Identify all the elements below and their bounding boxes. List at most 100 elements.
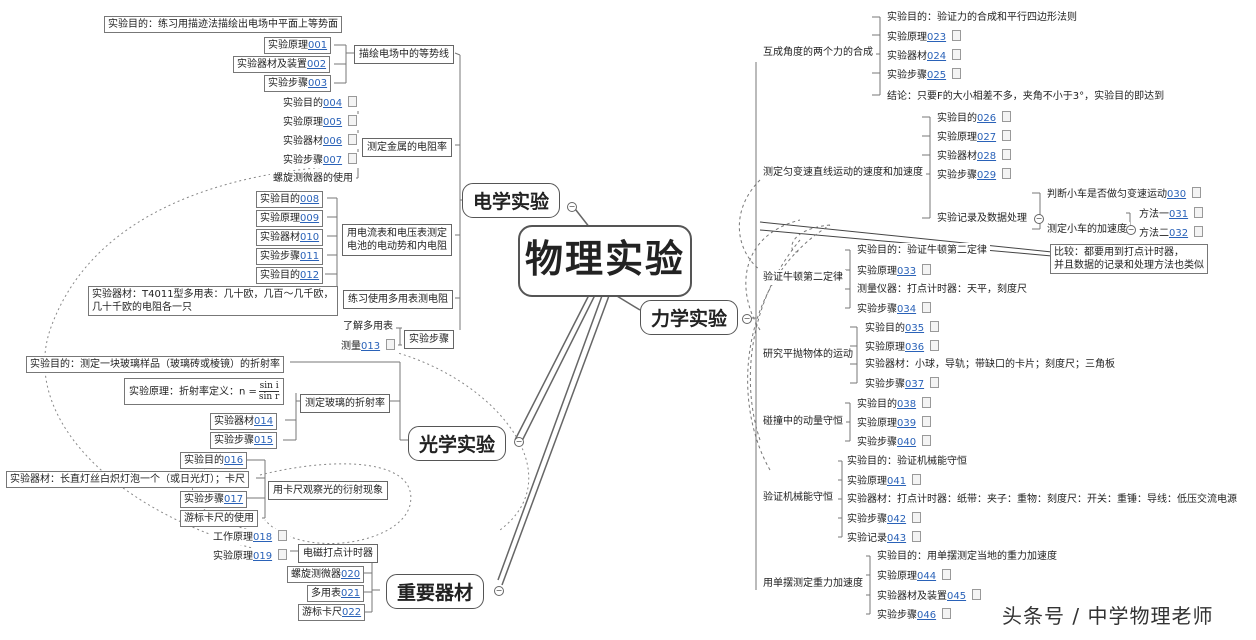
energy-purpose[interactable]: 实验目的：验证机械能守恒 [844, 454, 970, 469]
acceleration-records[interactable]: 实验记录及数据处理 [934, 211, 1030, 226]
acceleration-method1[interactable]: 方法一031 [1136, 206, 1207, 222]
refraction-equipment[interactable]: 实验器材014 [210, 413, 278, 430]
topic-projectile-motion[interactable]: 研究平抛物体的运动 [760, 347, 856, 362]
ref-link[interactable]: 014 [254, 416, 274, 427]
acceleration-measure[interactable]: 测定小车的加速度 [1044, 222, 1130, 237]
acceleration-judge[interactable]: 判断小车是否做匀变速运动030 [1044, 186, 1205, 202]
ref-link[interactable]: 021 [341, 588, 361, 599]
ref-link[interactable]: 039 [897, 418, 917, 429]
topic-momentum-conservation[interactable]: 碰撞中的动量守恒 [760, 414, 846, 429]
ref-link[interactable]: 033 [897, 266, 917, 277]
ref-link[interactable]: 011 [300, 251, 320, 262]
multimeter-measure[interactable]: 测量013 [338, 338, 399, 354]
ref-link[interactable]: 010 [300, 232, 320, 243]
ref-link[interactable]: 042 [887, 514, 907, 525]
collapse-toggle-electric[interactable]: − [567, 202, 577, 212]
branch-important-instruments[interactable]: 重要器材 [386, 574, 485, 609]
ref-link[interactable]: 005 [323, 117, 343, 128]
ref-link[interactable]: 038 [897, 399, 917, 410]
ref-link[interactable]: 046 [917, 610, 937, 621]
ref-link[interactable]: 009 [300, 213, 320, 224]
emf-principle[interactable]: 实验原理009 [256, 210, 324, 227]
forces-equipment[interactable]: 实验器材024 [884, 48, 965, 64]
ref-link[interactable]: 004 [323, 98, 343, 109]
branch-electric-experiments[interactable]: 电学实验 [462, 183, 561, 218]
diffraction-purpose[interactable]: 实验目的016 [180, 452, 248, 469]
refraction-purpose[interactable]: 实验目的：测定一块玻璃样品（玻璃砖或棱镜）的折射率 [26, 356, 284, 373]
topic-multimeter-resistance[interactable]: 练习使用多用表测电阻 [343, 290, 453, 309]
resistivity-principle[interactable]: 实验原理005 [280, 114, 361, 130]
topic-glass-refraction[interactable]: 测定玻璃的折射率 [300, 394, 390, 413]
diffraction-steps[interactable]: 实验步骤017 [180, 491, 248, 508]
energy-steps[interactable]: 实验步骤042 [844, 511, 925, 527]
ref-link[interactable]: 037 [905, 379, 925, 390]
topic-uniform-acceleration[interactable]: 测定匀变速直线运动的速度和加速度 [760, 165, 926, 180]
ref-link[interactable]: 034 [897, 304, 917, 315]
collapse-toggle-optics[interactable]: − [514, 437, 524, 447]
acceleration-purpose[interactable]: 实验目的026 [934, 110, 1015, 126]
forces-steps[interactable]: 实验步骤025 [884, 67, 965, 83]
forces-purpose[interactable]: 实验目的：验证力的合成和平行四边形法则 [884, 10, 1080, 25]
topic-battery-emf[interactable]: 用电流表和电压表测定电池的电动势和内电阻 [342, 224, 452, 256]
pendulum-purpose[interactable]: 实验目的：用单摆测定当地的重力加速度 [874, 549, 1060, 564]
ref-link[interactable]: 007 [323, 155, 343, 166]
energy-record[interactable]: 实验记录043 [844, 530, 925, 546]
ref-link[interactable]: 026 [977, 113, 997, 124]
ref-link[interactable]: 040 [897, 437, 917, 448]
instrument-caliper[interactable]: 游标卡尺022 [298, 604, 366, 621]
pendulum-principle[interactable]: 实验原理044 [874, 568, 955, 584]
topic-electromagnetic-timer[interactable]: 电磁打点计时器 [298, 544, 378, 563]
timer-experiment-principle[interactable]: 实验原理019 [210, 548, 291, 564]
collapse-toggle-mechanics[interactable]: − [742, 314, 752, 324]
branch-mechanics-experiments[interactable]: 力学实验 [640, 300, 739, 335]
multimeter-understand[interactable]: 了解多用表 [340, 319, 396, 334]
topic-force-composition[interactable]: 互成角度的两个力的合成 [760, 45, 876, 60]
branch-optics-experiments[interactable]: 光学实验 [408, 426, 507, 461]
projectile-steps[interactable]: 实验步骤037 [862, 376, 943, 392]
emf-steps[interactable]: 实验步骤011 [256, 248, 324, 265]
ref-link[interactable]: 043 [887, 533, 907, 544]
ref-link[interactable]: 029 [977, 170, 997, 181]
topic-newton-second-law[interactable]: 验证牛顿第二定律 [760, 270, 846, 285]
resistivity-purpose[interactable]: 实验目的004 [280, 95, 361, 111]
ref-link[interactable]: 035 [905, 323, 925, 334]
instrument-multimeter[interactable]: 多用表021 [307, 585, 365, 602]
ref-link[interactable]: 045 [947, 591, 967, 602]
ref-link[interactable]: 018 [253, 532, 273, 543]
topic-equipotential-lines[interactable]: 描绘电场中的等势线 [354, 45, 454, 64]
resistivity-equipment[interactable]: 实验器材006 [280, 133, 361, 149]
equipotential-equipment[interactable]: 实验器材及装置002 [233, 56, 331, 73]
topic-pendulum-gravity[interactable]: 用单摆测定重力加速度 [760, 576, 866, 591]
collapse-toggle-measure[interactable]: − [1126, 225, 1136, 235]
acceleration-method2[interactable]: 方法二032 [1136, 225, 1207, 241]
ref-link[interactable]: 020 [341, 569, 361, 580]
caliper-usage[interactable]: 游标卡尺的使用 [180, 510, 258, 527]
ref-link[interactable]: 012 [300, 270, 320, 281]
equipotential-principle[interactable]: 实验原理001 [264, 37, 332, 54]
collapse-toggle-records[interactable]: − [1034, 214, 1044, 224]
ref-link[interactable]: 044 [917, 571, 937, 582]
instrument-micrometer[interactable]: 螺旋测微器020 [287, 566, 365, 583]
collapse-toggle-instruments[interactable]: − [494, 586, 504, 596]
acceleration-principle[interactable]: 实验原理027 [934, 129, 1015, 145]
newton-principle[interactable]: 实验原理033 [854, 263, 935, 279]
ref-link[interactable]: 028 [977, 151, 997, 162]
topic-mechanical-energy[interactable]: 验证机械能守恒 [760, 490, 836, 505]
projectile-principle[interactable]: 实验原理036 [862, 339, 943, 355]
resistivity-steps[interactable]: 实验步骤007 [280, 152, 361, 168]
ref-link[interactable]: 013 [361, 341, 381, 352]
ref-link[interactable]: 016 [224, 455, 244, 466]
diffraction-equipment[interactable]: 实验器材：长直灯丝白炽灯泡一个（或日光灯）；卡尺 [6, 471, 249, 488]
ref-link[interactable]: 030 [1167, 189, 1187, 200]
multimeter-purpose[interactable]: 实验目的012 [256, 267, 324, 284]
momentum-purpose[interactable]: 实验目的038 [854, 396, 935, 412]
acceleration-steps[interactable]: 实验步骤029 [934, 167, 1015, 183]
acceleration-equipment[interactable]: 实验器材028 [934, 148, 1015, 164]
ref-link[interactable]: 019 [253, 551, 273, 562]
projectile-purpose[interactable]: 实验目的035 [862, 320, 943, 336]
pendulum-equipment[interactable]: 实验器材及装置045 [874, 588, 985, 604]
equipotential-purpose[interactable]: 实验目的：练习用描迹法描绘出电场中平面上等势面 [104, 16, 342, 33]
ref-link[interactable]: 015 [254, 435, 274, 446]
multimeter-steps[interactable]: 实验步骤 [404, 330, 454, 349]
ref-link[interactable]: 023 [927, 32, 947, 43]
